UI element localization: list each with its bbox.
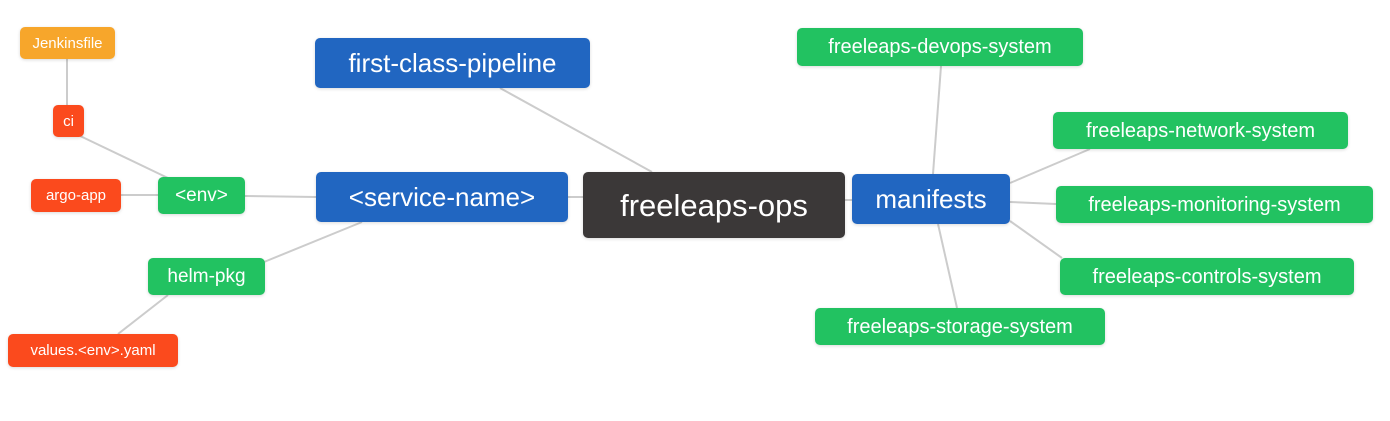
edge-env-to-service-name xyxy=(244,195,317,198)
node-label-freeleaps-storage-system: freeleaps-storage-system xyxy=(847,315,1073,338)
node-label-manifests: manifests xyxy=(875,184,987,214)
node-values-env-yaml[interactable]: values.<env>.yaml xyxy=(8,334,178,367)
edge-service-name-to-helm-pkg xyxy=(263,221,363,263)
node-label-env: <env> xyxy=(175,185,228,206)
node-label-jenkinsfile: Jenkinsfile xyxy=(32,34,103,52)
node-label-service-name: <service-name> xyxy=(348,182,536,212)
node-manifests[interactable]: manifests xyxy=(852,174,1010,224)
node-label-argo-app: argo-app xyxy=(45,187,107,204)
node-label-ci: ci xyxy=(63,112,74,130)
node-jenkinsfile[interactable]: Jenkinsfile xyxy=(20,27,115,59)
node-env[interactable]: <env> xyxy=(158,177,245,214)
node-label-freeleaps-controls-system: freeleaps-controls-system xyxy=(1092,265,1322,288)
node-label-values-env-yaml: values.<env>.yaml xyxy=(30,342,156,359)
node-label-freeleaps-network-system: freeleaps-network-system xyxy=(1086,119,1315,142)
node-freeleaps-ops[interactable]: freeleaps-ops xyxy=(583,172,845,238)
node-ci[interactable]: ci xyxy=(53,105,84,137)
edge-manifests-to-freeleaps-controls-system xyxy=(1009,220,1063,259)
edge-manifests-to-freeleaps-monitoring-system xyxy=(1009,201,1057,205)
node-service-name[interactable]: <service-name> xyxy=(316,172,568,222)
edge-helm-pkg-to-values-env-yaml xyxy=(117,294,169,335)
node-label-freeleaps-monitoring-system: freeleaps-monitoring-system xyxy=(1088,193,1341,216)
node-freeleaps-devops-system[interactable]: freeleaps-devops-system xyxy=(797,28,1083,66)
node-first-class-pipeline[interactable]: first-class-pipeline xyxy=(315,38,590,88)
node-argo-app[interactable]: argo-app xyxy=(31,179,121,212)
edge-manifests-to-freeleaps-devops-system xyxy=(932,65,942,175)
node-label-first-class-pipeline: first-class-pipeline xyxy=(348,48,557,78)
node-freeleaps-controls-system[interactable]: freeleaps-controls-system xyxy=(1060,258,1354,295)
node-label-freeleaps-ops: freeleaps-ops xyxy=(620,187,808,223)
node-helm-pkg[interactable]: helm-pkg xyxy=(148,258,265,295)
edge-manifests-to-freeleaps-storage-system xyxy=(937,223,958,309)
edge-first-class-pipeline-to-freeleaps-ops xyxy=(499,87,653,173)
edge-ci-to-env xyxy=(75,133,171,180)
node-label-helm-pkg: helm-pkg xyxy=(167,266,246,287)
node-freeleaps-storage-system[interactable]: freeleaps-storage-system xyxy=(815,308,1105,345)
node-label-freeleaps-devops-system: freeleaps-devops-system xyxy=(828,36,1052,58)
node-freeleaps-network-system[interactable]: freeleaps-network-system xyxy=(1053,112,1348,149)
edge-manifests-to-freeleaps-network-system xyxy=(1009,148,1091,184)
node-freeleaps-monitoring-system[interactable]: freeleaps-monitoring-system xyxy=(1056,186,1373,223)
